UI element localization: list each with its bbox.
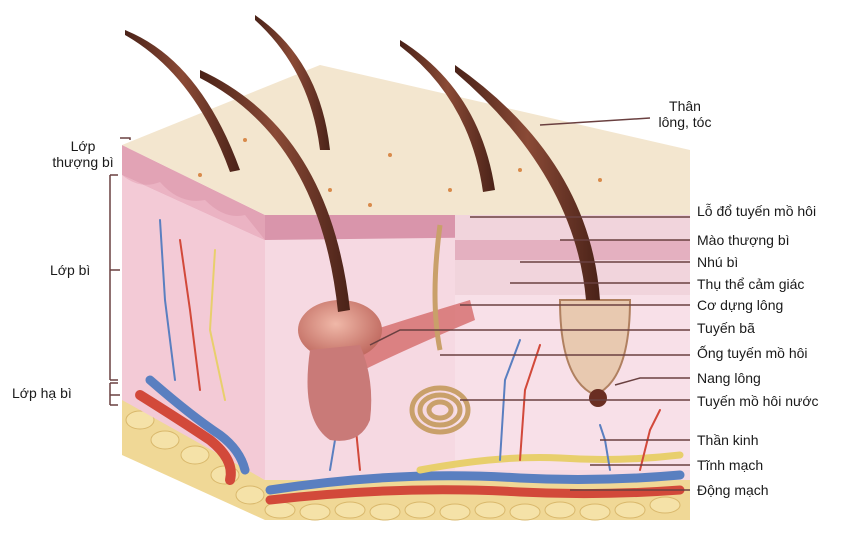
sebaceous-gland-label: Tuyến bã xyxy=(697,320,755,336)
vein-label: Tĩnh mạch xyxy=(697,457,763,473)
dermis-label: Lớp bì xyxy=(50,262,90,278)
dermal-papilla-label: Nhú bì xyxy=(697,254,738,270)
epidermal-ridge-label: Mào thượng bì xyxy=(697,232,790,248)
hair-shaft-label-line2: lông, tóc xyxy=(650,114,720,130)
sweat-pore-label: Lỗ đổ tuyến mồ hôi xyxy=(697,203,816,219)
artery-label: Động mạch xyxy=(697,482,769,498)
epidermis-label: Lớp thượng bì xyxy=(52,138,114,170)
sensory-receptor-label: Thụ thể cảm giác xyxy=(697,276,804,292)
nerve-label: Thần kinh xyxy=(697,432,758,448)
hair-shaft-label: Thân lông, tóc xyxy=(650,98,720,130)
hair-shaft-label-line1: Thân xyxy=(650,98,720,114)
hypodermis-label: Lớp hạ bì xyxy=(12,385,72,401)
sweat-gland-label: Tuyến mồ hôi nước xyxy=(697,393,819,409)
arrector-pili-label: Cơ dựng lông xyxy=(697,297,783,313)
epidermis-label-line2: thượng bì xyxy=(52,154,114,170)
epidermis-label-line1: Lớp xyxy=(52,138,114,154)
sweat-duct-label: Ống tuyến mồ hôi xyxy=(697,345,808,361)
hair-follicle-label: Nang lông xyxy=(697,370,761,386)
